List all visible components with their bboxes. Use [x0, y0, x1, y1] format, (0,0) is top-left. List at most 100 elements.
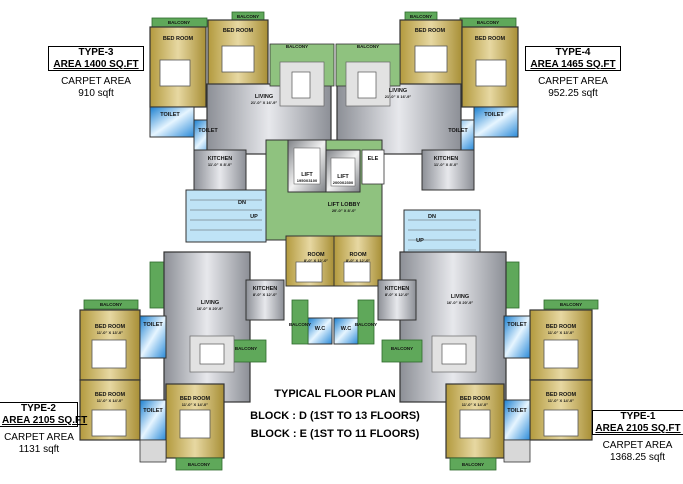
- label-wc-1: W.C: [315, 326, 325, 332]
- label-room-2: ROOM: [349, 252, 367, 258]
- label-toilet-t1b: TOILET: [507, 408, 527, 414]
- unit-type-3: [149, 11, 335, 191]
- block-e-label: BLOCK : E (1ST TO 11 FLOORS): [250, 428, 420, 440]
- label-toilet-t1a: TOILET: [507, 322, 527, 328]
- label-lift-lobby: LIFT LOBBY: [328, 202, 361, 208]
- room-labels: BED ROOM BED ROOM TOILET TOILET LIVING 2…: [95, 14, 582, 467]
- label-balcony-t1: BALCONY: [391, 346, 413, 351]
- label-wc-2: W.C: [341, 326, 351, 332]
- unit-type-2: [79, 251, 285, 471]
- label-room-1: ROOM: [307, 252, 325, 258]
- type-3-carpet-label: CARPET AREA: [61, 76, 131, 87]
- label-up-right: UP: [416, 238, 424, 244]
- dim-kitchen-t4: 11'-0" X 8'-0": [434, 162, 458, 167]
- type-1-carpet-label: CARPET AREA: [602, 440, 673, 451]
- dim-kitchen-t2: 8'-0" X 12'-0": [253, 292, 277, 297]
- label-bedroom-t1c: BED ROOM: [460, 396, 491, 402]
- block-d-label: BLOCK : D (1ST TO 13 FLOORS): [250, 410, 420, 422]
- dim-room-1: 8'-0" X 12'-0": [304, 258, 328, 263]
- label-living-t3: LIVING: [255, 94, 273, 100]
- type-1-carpet-value: 1368.25 sqft: [609, 451, 666, 463]
- label-balcony-t2a: BALCONY: [100, 302, 122, 307]
- dim-living-t4: 21'-0" X 16'-9": [385, 94, 412, 99]
- type-4-carpet-value: 952.25 sqft: [548, 87, 598, 99]
- label-bedroom-t3a: BED ROOM: [163, 36, 194, 42]
- label-balcony-t3b: BALCONY: [237, 14, 259, 19]
- dim-living-t1: 16'-0" X 20'-9": [447, 300, 474, 305]
- label-bedroom-t2a: BED ROOM: [95, 324, 126, 330]
- core-lift-lobby: [185, 139, 481, 345]
- label-bedroom-t1a: BED ROOM: [546, 324, 577, 330]
- floor-plan-title: TYPICAL FLOOR PLAN: [274, 388, 396, 400]
- type-1-box: TYPE-1 AREA 2105 SQ.FT: [592, 410, 683, 435]
- label-toilet-t2a: TOILET: [143, 322, 163, 328]
- unit-type-1: [377, 251, 599, 471]
- label-bedroom-t4a: BED ROOM: [415, 28, 446, 34]
- dim-bedroom-t2c: 11'-0" X 14'-0": [182, 402, 208, 407]
- label-bedroom-t2b: BED ROOM: [95, 392, 126, 398]
- label-balcony-t3a: BALCONY: [168, 20, 190, 25]
- label-toilet-t4a: TOILET: [484, 112, 504, 118]
- dim-bedroom-t2a: 11'-0" X 13'-0": [97, 330, 123, 335]
- type-4-box: TYPE-4 AREA 1465 SQ.FT: [525, 46, 621, 71]
- label-bedroom-t4b: BED ROOM: [475, 36, 506, 42]
- label-balcony-t4: BALCONY: [357, 44, 379, 49]
- label-toilet-t4b: TOILET: [448, 128, 468, 134]
- label-balcony-t2b: BALCONY: [188, 462, 210, 467]
- label-balcony-t4b: BALCONY: [477, 20, 499, 25]
- type-2-box: TYPE-2 AREA 2105 SQ.FT: [0, 402, 87, 427]
- type-4-label: TYPE-4 AREA 1465 SQ.FT CARPET AREA 952.2…: [525, 46, 621, 99]
- type-1-area: AREA 2105 SQ.FT: [595, 422, 681, 434]
- label-living-t4: LIVING: [389, 88, 407, 94]
- unit-type-4: [335, 11, 519, 191]
- label-lift-2: LIFT: [337, 174, 349, 180]
- dim-bedroom-t1a: 11'-0" X 13'-0": [548, 330, 574, 335]
- label-ele: ELE: [368, 156, 379, 162]
- label-balcony-core-1: BALCONY: [289, 322, 311, 327]
- type-3-name: TYPE-3: [78, 47, 114, 58]
- label-toilet-t3a: TOILET: [160, 112, 180, 118]
- dim-bedroom-t1b: 11'-0" X 14'-0": [548, 398, 574, 403]
- label-bedroom-t2c: BED ROOM: [180, 396, 211, 402]
- type-3-carpet-value: 910 sqft: [78, 87, 114, 99]
- type-2-carpet-label: CARPET AREA: [4, 432, 74, 443]
- type-3-area: AREA 1400 SQ.FT: [53, 58, 139, 70]
- label-kitchen-t1: KITCHEN: [385, 286, 409, 292]
- dim-kitchen-t1: 8'-0" X 12'-0": [385, 292, 409, 297]
- label-living-t1: LIVING: [451, 294, 469, 300]
- label-lift-1: LIFT: [301, 172, 313, 178]
- dim-bedroom-t2b: 11'-0" X 14'-0": [97, 398, 123, 403]
- dim-lift-1: 1950X3100: [297, 178, 318, 183]
- dim-bedroom-t1c: 11'-0" X 14'-0": [462, 402, 488, 407]
- type-2-carpet-value: 1131 sqft: [18, 443, 60, 455]
- label-toilet-t3b: TOILET: [198, 128, 218, 134]
- label-bedroom-t3b: BED ROOM: [223, 28, 254, 34]
- label-living-t2: LIVING: [201, 300, 219, 306]
- label-kitchen-t3: KITCHEN: [208, 156, 232, 162]
- label-kitchen-t2: KITCHEN: [253, 286, 277, 292]
- label-balcony-t1b: BALCONY: [462, 462, 484, 467]
- type-2-label: TYPE-2 AREA 2105 SQ.FT CARPET AREA 1131 …: [0, 402, 87, 455]
- label-balcony-t1a: BALCONY: [560, 302, 582, 307]
- dim-room-2: 8'-0" X 12'-0": [346, 258, 370, 263]
- type-4-name: TYPE-4: [555, 47, 591, 58]
- dim-living-t2: 16'-0" X 20'-9": [197, 306, 224, 311]
- label-balcony-core-2: BALCONY: [355, 322, 377, 327]
- type-3-box: TYPE-3 AREA 1400 SQ.FT: [48, 46, 144, 71]
- type-1-label: TYPE-1 AREA 2105 SQ.FT CARPET AREA 1368.…: [592, 410, 683, 463]
- label-toilet-t2b: TOILET: [143, 408, 163, 414]
- label-kitchen-t4: KITCHEN: [434, 156, 458, 162]
- type-2-name: TYPE-2: [20, 403, 56, 414]
- label-dn-left: DN: [238, 200, 246, 206]
- label-dn-right: DN: [428, 214, 436, 220]
- type-1-name: TYPE-1: [620, 411, 656, 422]
- dim-lift-2: 2000X2300: [333, 180, 354, 185]
- label-balcony-t3: BALCONY: [286, 44, 308, 49]
- label-balcony-t4a: BALCONY: [410, 14, 432, 19]
- type-4-carpet-label: CARPET AREA: [538, 76, 608, 87]
- dim-living-t3: 21'-0" X 16'-9": [251, 100, 278, 105]
- label-up-left: UP: [250, 214, 258, 220]
- label-balcony-t2: BALCONY: [235, 346, 257, 351]
